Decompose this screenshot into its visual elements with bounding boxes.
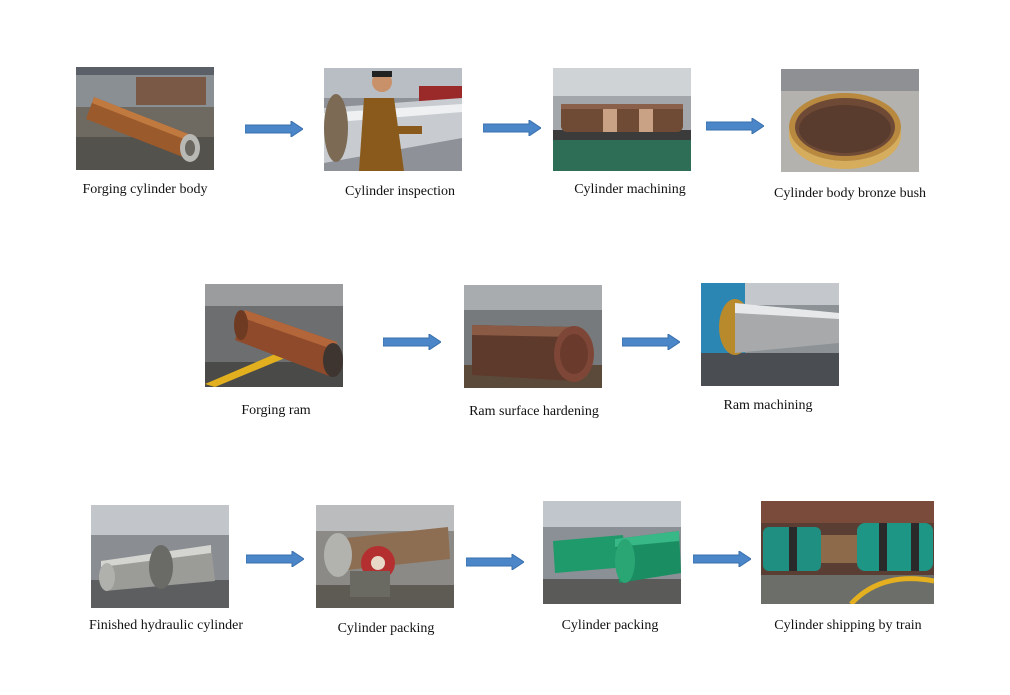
photo-cylinder-packing-1 xyxy=(316,505,454,608)
step-caption: Finished hydraulic cylinder xyxy=(89,618,243,633)
photo-ram-surface-hardening xyxy=(464,285,602,388)
photo-cylinder-inspection xyxy=(324,68,462,171)
photo-cylinder-machining xyxy=(553,68,691,171)
step-caption: Cylinder packing xyxy=(337,621,435,636)
step-caption: Ram surface hardening xyxy=(469,404,599,419)
flow-arrow-icon xyxy=(246,551,304,567)
flow-arrow-icon xyxy=(466,554,524,570)
photo-cylinder-body-bronze-bush xyxy=(781,69,919,172)
photo-finished-hydraulic-cylinder xyxy=(91,505,229,608)
flow-arrow-icon xyxy=(693,551,751,567)
step-caption: Cylinder machining xyxy=(574,182,686,197)
flow-arrow-icon xyxy=(622,334,680,350)
step-caption: Cylinder inspection xyxy=(344,184,456,199)
flow-arrow-icon xyxy=(483,120,541,136)
photo-cylinder-packing-2 xyxy=(543,501,681,604)
step-caption: Cylinder body bronze bush xyxy=(773,186,927,201)
step-caption: Ram machining xyxy=(723,398,813,413)
flow-arrow-icon xyxy=(383,334,441,350)
step-caption: Cylinder packing xyxy=(561,618,659,633)
step-caption: Cylinder shipping by train xyxy=(774,618,922,633)
photo-ram-machining xyxy=(701,283,839,386)
flow-arrow-icon xyxy=(245,121,303,137)
step-caption: Forging ram xyxy=(241,403,311,418)
photo-forging-cylinder-body xyxy=(76,67,214,170)
photo-cylinder-shipping-by-train xyxy=(761,501,934,604)
flow-arrow-icon xyxy=(706,118,764,134)
photo-forging-ram xyxy=(205,284,343,387)
step-caption: Forging cylinder body xyxy=(82,182,208,197)
